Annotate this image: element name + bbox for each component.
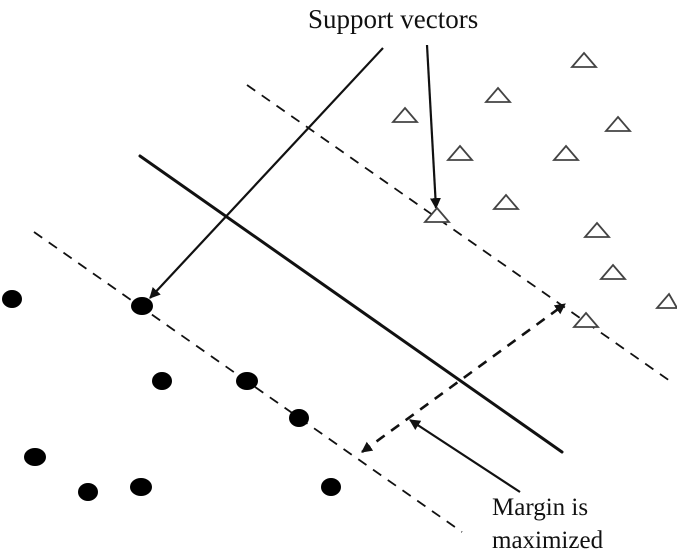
- triangle-point: [492, 193, 520, 210]
- dot-point: [24, 448, 46, 466]
- dot-point: [130, 478, 152, 496]
- triangle-point: [583, 221, 611, 238]
- triangle-point: [552, 144, 580, 161]
- triangle-point: [655, 292, 677, 309]
- upper-margin-line: [246, 84, 671, 382]
- triangle-point: [599, 263, 627, 280]
- triangle-point-support-vector: [572, 311, 600, 328]
- dot-point: [321, 478, 341, 496]
- decision-boundary-line: [138, 154, 564, 454]
- dot-point: [236, 372, 258, 390]
- dot-point-support-vector: [131, 297, 153, 315]
- triangle-point: [484, 86, 512, 103]
- dot-point: [2, 290, 22, 308]
- triangle-point: [570, 51, 598, 68]
- margin-label-line2: maximized: [492, 527, 604, 554]
- dot-point: [289, 409, 309, 427]
- triangle-class-points: [391, 51, 677, 328]
- triangle-point: [604, 115, 632, 132]
- support-vector-arrow-right: [425, 44, 441, 210]
- margin-double-arrow: [361, 302, 566, 454]
- support-vector-arrow-left: [149, 47, 384, 299]
- dot-class-points: [2, 290, 341, 501]
- triangle-point-support-vector: [423, 206, 451, 223]
- dot-point: [152, 372, 172, 390]
- margin-pointer-arrow: [409, 419, 521, 493]
- support-vectors-label: Support vectors: [308, 4, 478, 34]
- margin-label-line1: Margin is: [492, 494, 588, 521]
- dot-point: [78, 483, 98, 501]
- triangle-point: [446, 144, 474, 161]
- triangle-point: [391, 106, 419, 123]
